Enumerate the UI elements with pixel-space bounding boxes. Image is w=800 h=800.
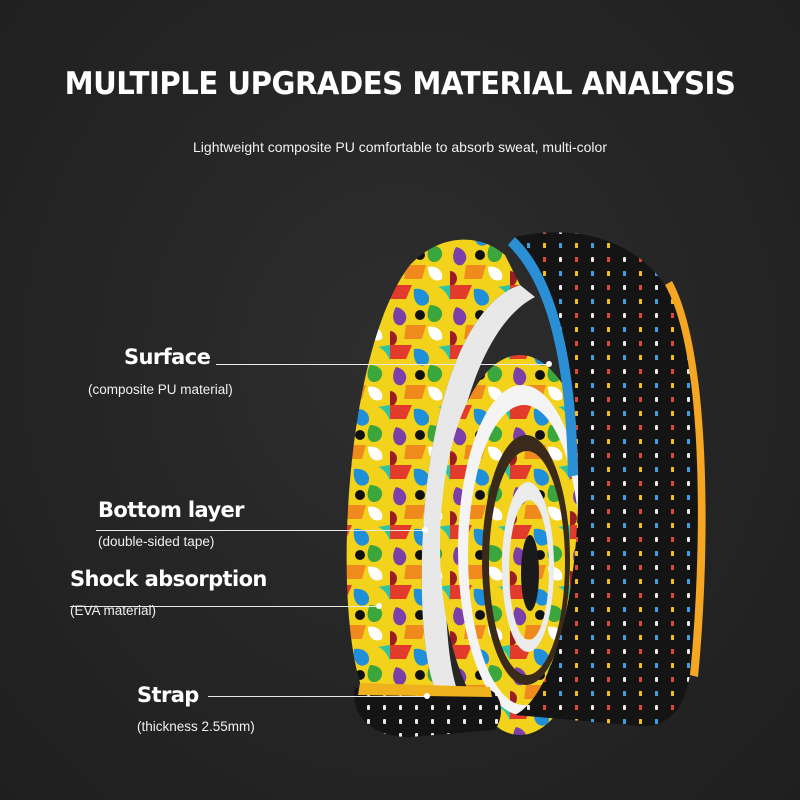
- callout-strap-title: Strap: [137, 683, 199, 707]
- callout-shock-absorption-line: [70, 606, 378, 607]
- callout-surface-marker: [546, 361, 552, 367]
- page-title: MULTIPLE UPGRADES MATERIAL ANALYSIS: [64, 66, 736, 102]
- callout-surface-line: [216, 364, 548, 365]
- page-subtitle: Lightweight composite PU comfortable to …: [193, 139, 607, 155]
- callout-shock-absorption-title: Shock absorption: [70, 567, 267, 591]
- callout-shock-absorption-marker: [376, 603, 382, 609]
- callout-strap-line: [208, 696, 426, 697]
- rolled-handlebar-tape-image: [346, 232, 706, 737]
- callout-surface-title: Surface: [124, 345, 211, 369]
- callout-strap-marker: [424, 693, 430, 699]
- callout-bottom-layer-title: Bottom layer: [98, 498, 245, 522]
- callout-surface-detail: (composite PU material): [88, 382, 233, 397]
- callout-bottom-layer-detail: (double-sided tape): [98, 534, 215, 549]
- callout-bottom-layer-marker: [422, 527, 428, 533]
- callout-strap-detail: (thickness 2.55mm): [137, 719, 255, 734]
- callout-bottom-layer-line: [96, 530, 424, 531]
